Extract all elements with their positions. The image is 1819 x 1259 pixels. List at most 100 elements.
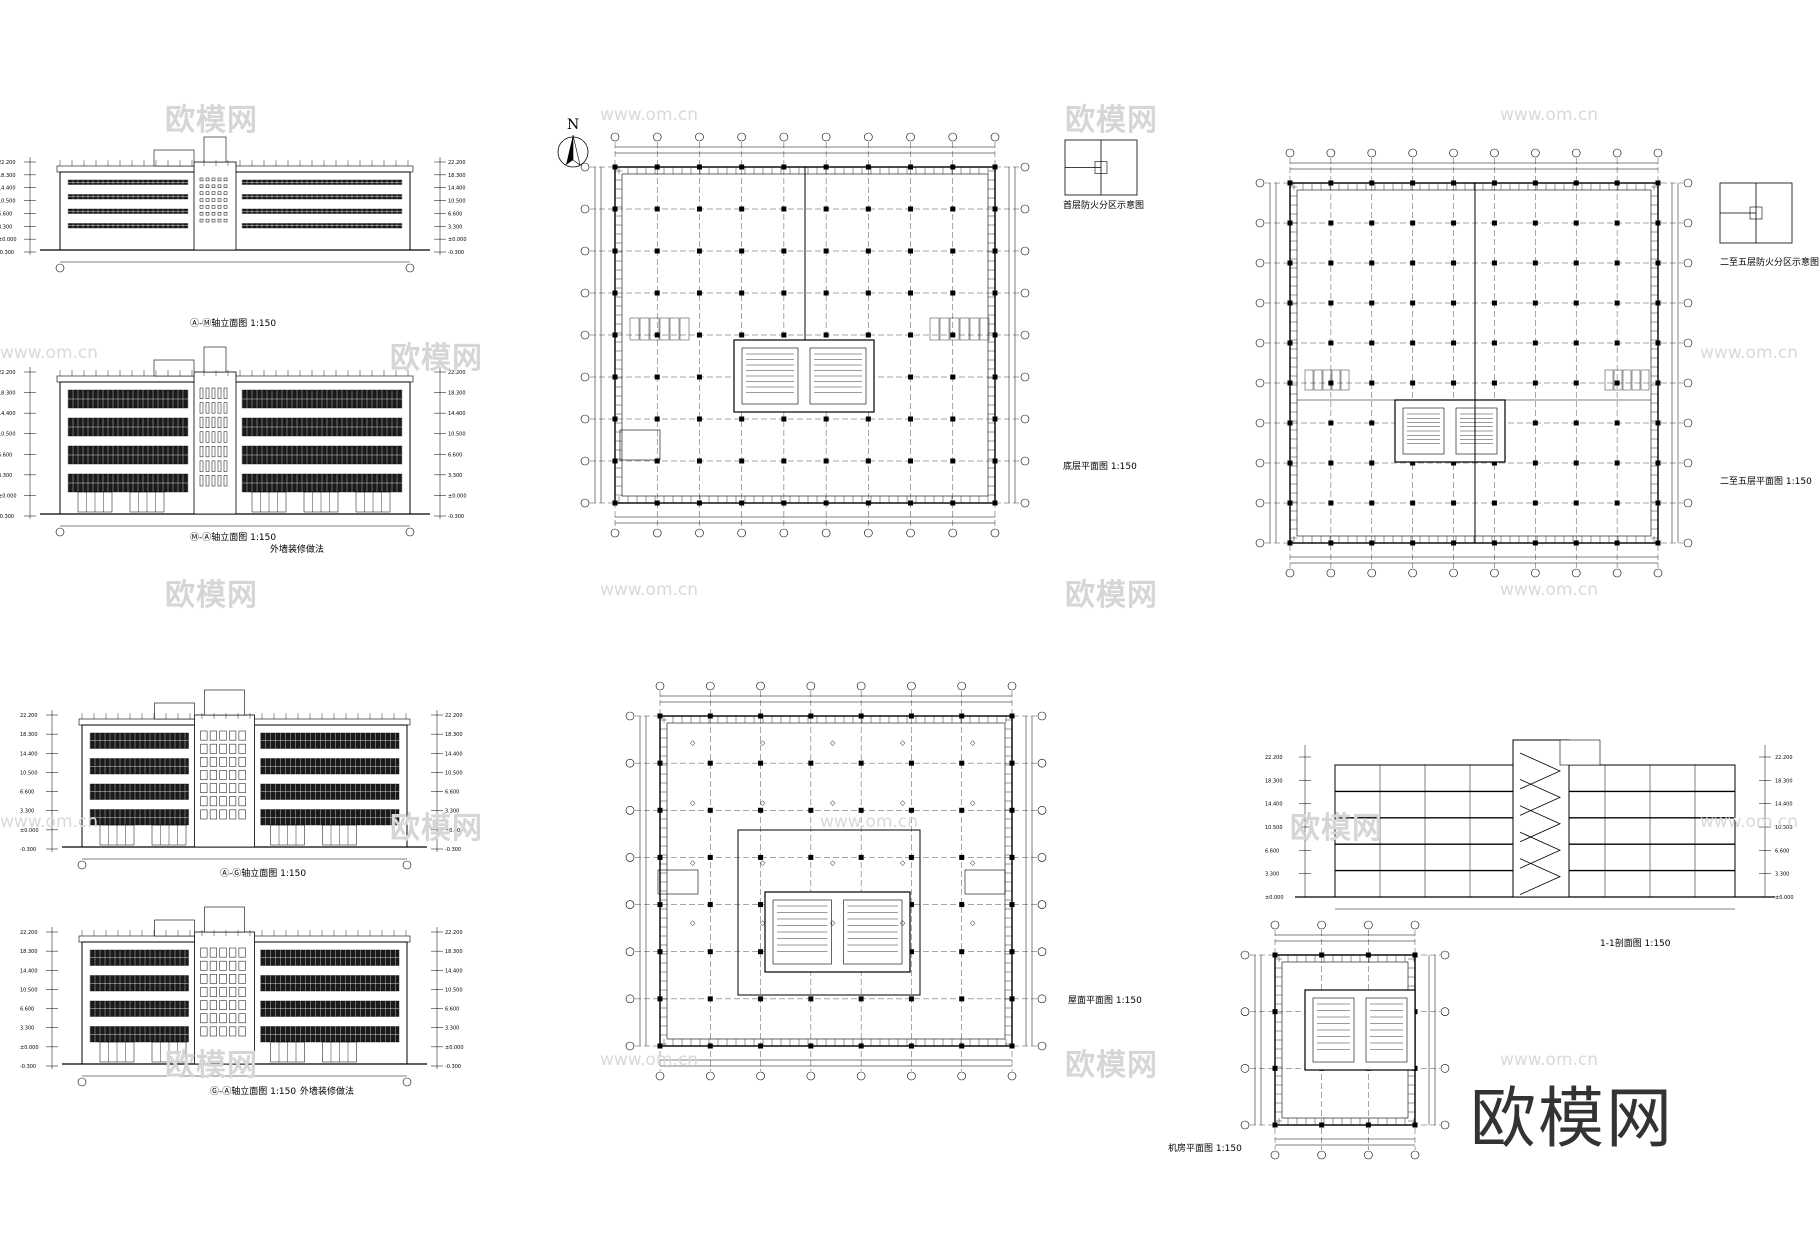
drawing-title: 二至五层防火分区示意图 [1720,258,1819,268]
watermark-url: www.om.cn [1700,812,1799,832]
svg-text:18.300: 18.300 [20,732,38,738]
svg-text:±0.000: ±0.000 [0,237,17,243]
svg-text:-0.300: -0.300 [0,514,14,520]
svg-text:◇: ◇ [830,919,836,927]
svg-text:±0.000: ±0.000 [20,828,39,834]
svg-text:◇: ◇ [970,739,976,747]
svg-text:10.500: 10.500 [445,770,463,776]
svg-text:14.400: 14.400 [448,411,466,417]
elevation-drawing-2: 22.20022.20018.30018.30014.40014.40010.5… [0,346,467,537]
svg-text:±0.000: ±0.000 [445,1045,464,1051]
floor-plan-ground [580,132,1030,538]
watermark-brand: 欧模网 [1290,811,1383,846]
watermark-url: www.om.cn [820,812,919,832]
svg-text:6.600: 6.600 [20,790,34,796]
floor-plan-machine-room [1240,920,1450,1160]
svg-text:10.500: 10.500 [0,199,16,205]
svg-text:22.200: 22.200 [445,713,463,719]
svg-text:14.400: 14.400 [20,751,38,757]
drawing-title: 机房平面图 1:150 [1168,1144,1242,1154]
svg-text:10.500: 10.500 [0,432,16,438]
svg-text:◇: ◇ [900,739,906,747]
svg-text:10.500: 10.500 [1265,825,1283,831]
svg-text:◇: ◇ [970,799,976,807]
svg-text:18.300: 18.300 [445,732,463,738]
svg-text:◇: ◇ [690,739,696,747]
svg-text:3.300: 3.300 [20,1026,34,1032]
svg-text:18.300: 18.300 [448,173,466,179]
svg-text:18.300: 18.300 [0,173,16,179]
drawing-title: 底层平面图 1:150 [1063,462,1137,472]
svg-text:14.400: 14.400 [445,968,463,974]
svg-text:-0.300: -0.300 [20,847,36,853]
svg-text:6.600: 6.600 [448,452,462,458]
svg-text:3.300: 3.300 [0,224,12,230]
svg-text:10.500: 10.500 [448,432,466,438]
watermark-brand: 欧模网 [165,1048,258,1083]
svg-text:6.600: 6.600 [1775,848,1789,854]
svg-text:6.600: 6.600 [1265,848,1279,854]
svg-text:-0.300: -0.300 [20,1064,36,1070]
svg-text:±0.000: ±0.000 [20,1045,39,1051]
watermark-url: www.om.cn [600,580,699,600]
svg-text:◇: ◇ [830,799,836,807]
watermark-url: www.om.cn [1500,1050,1599,1070]
svg-text:18.300: 18.300 [1775,778,1793,784]
svg-text:3.300: 3.300 [445,1026,459,1032]
svg-text:3.300: 3.300 [0,473,12,479]
drawing-title: 首层防火分区示意图 [1063,201,1145,211]
svg-text:◇: ◇ [830,859,836,867]
svg-text:◇: ◇ [690,859,696,867]
svg-text:6.600: 6.600 [445,1007,459,1013]
svg-text:22.200: 22.200 [445,930,463,936]
svg-text:-0.300: -0.300 [0,250,14,256]
north-label: N [567,117,580,133]
watermark-url: www.om.cn [600,1050,699,1070]
svg-text:14.400: 14.400 [0,411,16,417]
north-arrow-icon [557,134,589,168]
svg-text:-0.300: -0.300 [448,514,464,520]
watermark-brand: 欧模网 [390,341,483,376]
svg-text:14.400: 14.400 [445,751,463,757]
elevation-drawing-3: 22.200 22.200 18.300 18.300 14.400 14.400 10.5… [20,689,464,870]
svg-text:18.300: 18.300 [1265,778,1283,784]
svg-text:18.300: 18.300 [20,949,38,955]
svg-text:22.200: 22.200 [1265,755,1283,761]
fire-zone-diagram-2 [1719,182,1793,244]
svg-text:◇: ◇ [900,919,906,927]
svg-text:18.300: 18.300 [0,391,16,397]
svg-text:22.200: 22.200 [448,370,466,376]
svg-text:14.400: 14.400 [20,968,38,974]
svg-text:22.200: 22.200 [1775,755,1793,761]
svg-text:◇: ◇ [830,739,836,747]
svg-text:◇: ◇ [970,919,976,927]
watermark-brand: 欧模网 [390,811,483,846]
drawing-title: Ⓜ-Ⓐ轴立面图 1:150 [190,533,277,543]
svg-text:3.300: 3.300 [448,224,462,230]
svg-text:22.200: 22.200 [20,713,38,719]
svg-text:±0.000: ±0.000 [445,828,464,834]
elevation-drawing-1: 22.20022.20018.30018.30014.40014.40010.5… [0,136,467,273]
svg-text:22.200: 22.200 [20,930,38,936]
drawing-title: 屋面平面图 1:150 [1068,996,1142,1006]
svg-text:◇: ◇ [760,799,766,807]
svg-text:10.500: 10.500 [448,199,466,205]
svg-text:◇: ◇ [690,799,696,807]
svg-text:±0.000: ±0.000 [1775,895,1794,901]
drawing-title: Ⓐ-Ⓖ轴立面图 1:150 [220,869,307,879]
brand-logo: 欧模网 [1470,1080,1674,1157]
svg-text:6.600: 6.600 [445,790,459,796]
drawing-title: 1-1剖面图 1:150 [1600,939,1671,949]
svg-text:6.600: 6.600 [20,1007,34,1013]
svg-text:-0.300: -0.300 [448,250,464,256]
fire-zone-diagram-1 [1064,139,1138,196]
svg-text:◇: ◇ [900,799,906,807]
svg-text:14.400: 14.400 [448,186,466,192]
svg-text:3.300: 3.300 [448,473,462,479]
watermark-url: www.om.cn [0,812,99,832]
svg-text:22.200: 22.200 [448,160,466,166]
svg-text:-0.300: -0.300 [445,1064,461,1070]
